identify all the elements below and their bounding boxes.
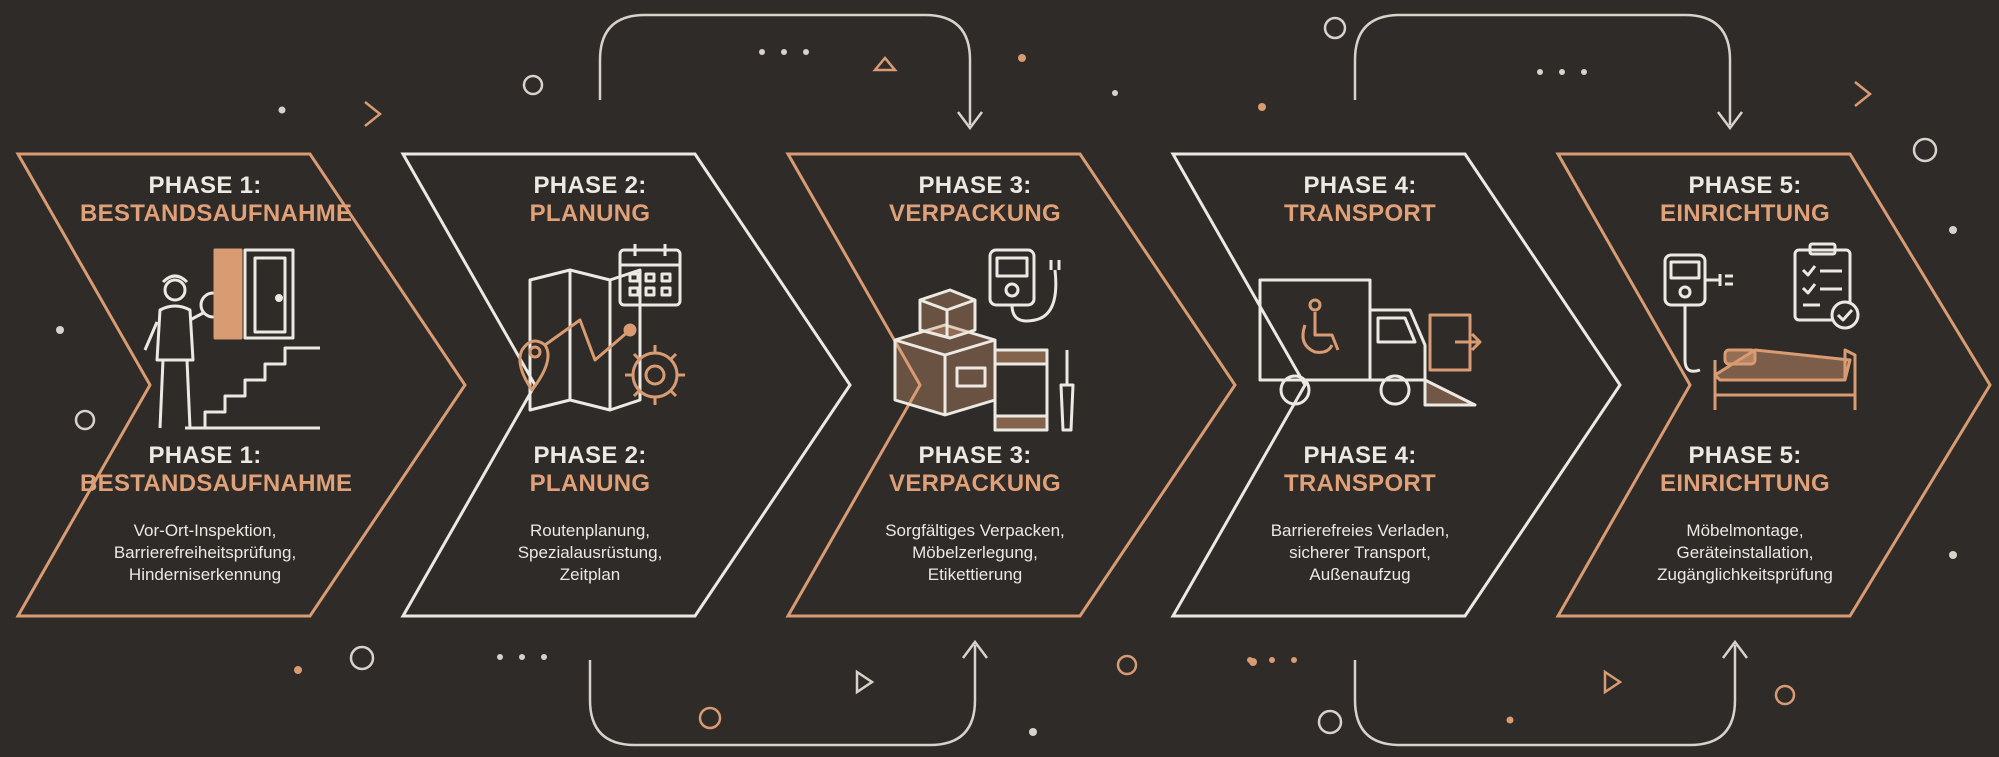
- phase-description: Barrierefreies Verladen, sicherer Transp…: [1235, 520, 1485, 586]
- loop-bottom-2: [1353, 645, 1737, 747]
- description-line: Routenplanung,: [529, 521, 651, 540]
- phase-label: PHASE 3:: [918, 172, 1032, 199]
- phase-label-repeat: PHASE 3:: [918, 442, 1032, 469]
- accessible-truck-icon: [1258, 278, 1427, 406]
- description-line: Geräteinstallation,: [1676, 543, 1814, 562]
- description-line: Sorgfältiges Verpacken,: [885, 521, 1065, 540]
- illustration: [893, 248, 1075, 432]
- ramp-icon: [1423, 313, 1482, 407]
- description-line: Zeitplan: [559, 565, 621, 584]
- arrow-up-2: [1722, 639, 1748, 659]
- description-line: Außenaufzug: [1309, 565, 1411, 584]
- chevron-frame: [785, 152, 1237, 618]
- illustration: [1258, 278, 1482, 407]
- inspector-magnifier-icon: [143, 274, 227, 429]
- phase-5: PHASE 5: EINRICHTUNG: [1550, 150, 1992, 620]
- description-line: Möbelzerlegung,: [912, 543, 1038, 562]
- phase-name-repeat: PLANUNG: [529, 470, 651, 497]
- phase-name: EINRICHTUNG: [1660, 200, 1830, 227]
- phase-1: PHASE 1: BESTANDSAUFNAHME: [10, 150, 467, 620]
- medical-device-icon: [988, 248, 1061, 323]
- route-map-icon: [528, 268, 642, 412]
- description-line: Barrierefreies Verladen,: [1270, 521, 1450, 540]
- description-line: Vor-Ort-Inspektion,: [133, 521, 277, 540]
- phase-name: VERPACKUNG: [889, 200, 1061, 227]
- description-line: Möbelmontage,: [1686, 521, 1804, 540]
- checklist-icon: [1793, 242, 1860, 330]
- phase-name-repeat: VERPACKUNG: [889, 470, 1061, 497]
- chevron-frame: [1170, 152, 1622, 618]
- phase-label-repeat: PHASE 1:: [148, 442, 262, 469]
- phase-4: PHASE 4: TRANSPORT: [1165, 150, 1622, 620]
- loop-top-2: [1353, 13, 1732, 125]
- description-line: Spezialausrüstung,: [517, 543, 663, 562]
- illustration: [518, 244, 685, 412]
- phase-label-repeat: PHASE 5:: [1688, 442, 1802, 469]
- door-icon: [213, 248, 295, 340]
- loop-top-1: [598, 13, 972, 125]
- phase-description: Vor-Ort-Inspektion, Barrierefreiheitsprü…: [80, 520, 330, 586]
- description-line: Zugänglichkeitsprüfung: [1657, 565, 1833, 584]
- chevron-frame: [15, 152, 467, 618]
- phase-description: Möbelmontage, Geräteinstallation, Zugäng…: [1620, 520, 1870, 586]
- boxes-icon: [893, 288, 997, 417]
- medical-device-icon: [1663, 253, 1733, 373]
- phase-2: PHASE 2: PLANUNG: [395, 150, 852, 620]
- phase-name-repeat: EINRICHTUNG: [1660, 470, 1830, 497]
- gear-icon: [625, 345, 685, 405]
- bed-icon: [1713, 348, 1857, 410]
- phase-label: PHASE 1:: [148, 172, 262, 199]
- phase-label-repeat: PHASE 2:: [533, 442, 647, 469]
- phase-name: BESTANDSAUFNAHME: [80, 200, 353, 227]
- phase-label: PHASE 5:: [1688, 172, 1802, 199]
- phase-description: Sorgfältiges Verpacken, Möbelzerlegung, …: [850, 520, 1100, 586]
- tools-icon: [993, 348, 1075, 432]
- phase-name-repeat: TRANSPORT: [1283, 470, 1437, 497]
- arrow-down-1: [957, 111, 983, 131]
- calendar-icon: [618, 244, 682, 307]
- chevron-frame: [1555, 152, 1992, 618]
- arrow-down-2: [1717, 111, 1743, 131]
- phase-description: Routenplanung, Spezialausrüstung, Zeitpl…: [465, 520, 715, 586]
- map-pin-icon: [518, 339, 550, 392]
- stairs-icon: [185, 346, 320, 430]
- phase-name: TRANSPORT: [1283, 200, 1437, 227]
- description-line: Barrierefreiheitsprüfung,: [113, 543, 297, 562]
- phase-label: PHASE 4:: [1303, 172, 1417, 199]
- description-line: sicherer Transport,: [1289, 543, 1431, 562]
- phase-name: PLANUNG: [529, 200, 651, 227]
- phase-label-repeat: PHASE 4:: [1303, 442, 1417, 469]
- arrow-up-1: [962, 639, 988, 659]
- phase-label: PHASE 2:: [533, 172, 647, 199]
- loop-bottom-1: [588, 645, 977, 747]
- phase-name-repeat: BESTANDSAUFNAHME: [80, 470, 353, 497]
- description-line: Etikettierung: [927, 565, 1023, 584]
- description-line: Hinderniserkennung: [128, 565, 282, 584]
- illustration: [1663, 242, 1860, 410]
- phase-3: PHASE 3: VERPACKUNG: [780, 150, 1237, 620]
- illustration: [143, 248, 320, 430]
